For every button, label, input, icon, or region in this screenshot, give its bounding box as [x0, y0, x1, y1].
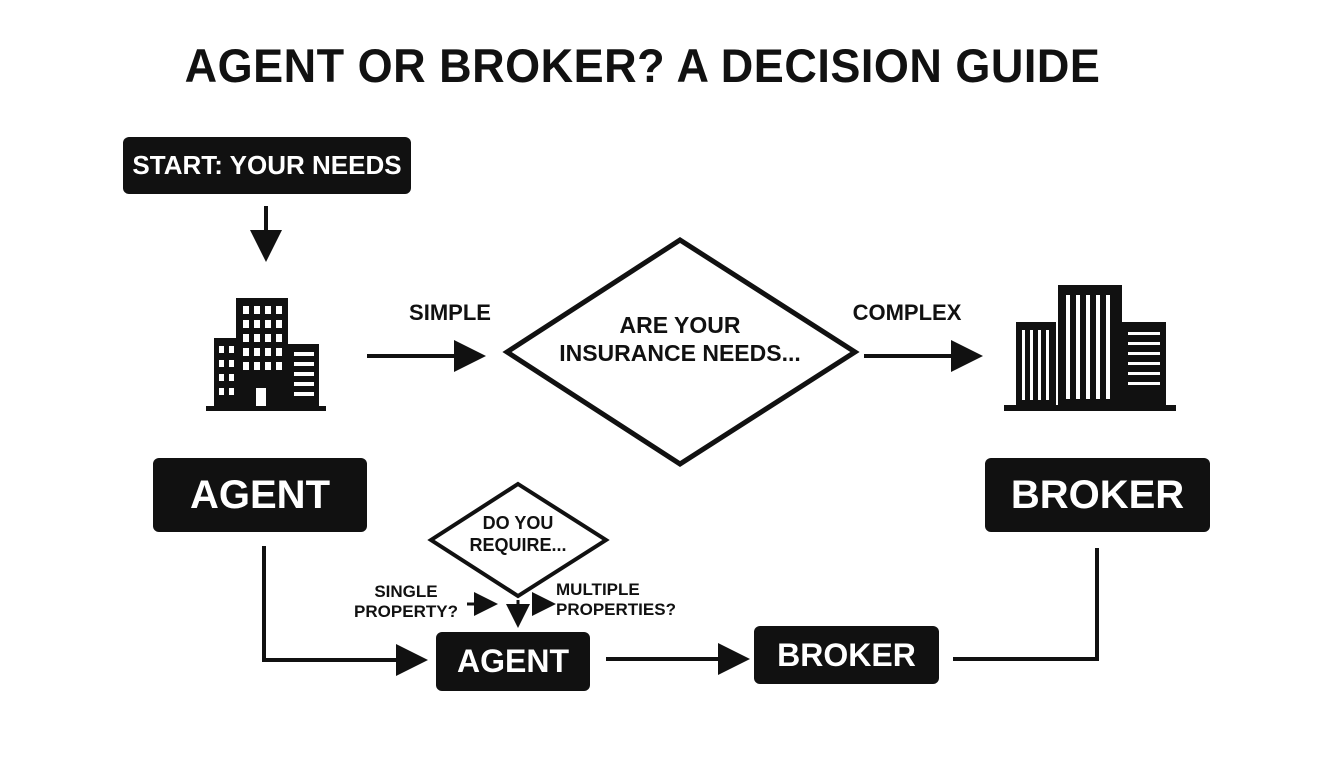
bottom-agent-box: AGENT	[436, 632, 590, 691]
page-title: AGENT OR BROKER? A DECISION GUIDE	[184, 38, 1101, 93]
connector-agent-to-bottom	[262, 546, 428, 676]
agent-box: AGENT	[153, 458, 367, 532]
city-buildings-icon	[1004, 285, 1176, 411]
single-line1: SINGLE	[374, 582, 438, 601]
main-decision-line2: INSURANCE NEEDS...	[559, 339, 801, 366]
single-building-icon	[206, 298, 326, 411]
main-decision-diamond	[502, 237, 860, 467]
branch-simple-label: SIMPLE	[409, 300, 491, 325]
start-box: START: YOUR NEEDS	[123, 137, 411, 194]
multiple-line2: PROPERTIES?	[556, 600, 676, 620]
main-decision-line1: ARE YOUR	[619, 312, 741, 338]
branch-complex-label: COMPLEX	[852, 300, 962, 325]
single-line2: PROPERTY?	[354, 602, 458, 622]
bottom-broker-box: BROKER	[754, 626, 939, 684]
sub-decision-line1: DO YOU	[482, 513, 554, 533]
broker-box: BROKER	[985, 458, 1210, 532]
sub-decision-text: DO YOU REQUIRE...	[458, 513, 578, 556]
multiple-line1: MULTIPLE	[556, 580, 640, 599]
multiple-properties-label: MULTIPLE PROPERTIES?	[556, 580, 682, 621]
main-decision-text: ARE YOUR INSURANCE NEEDS...	[540, 312, 820, 367]
sub-decision-line2: REQUIRE...	[469, 534, 567, 555]
connector-broker-to-bottom	[953, 548, 1099, 661]
sub-decision-diamond	[427, 481, 610, 599]
single-property-label: SINGLE PROPERTY?	[348, 582, 464, 623]
